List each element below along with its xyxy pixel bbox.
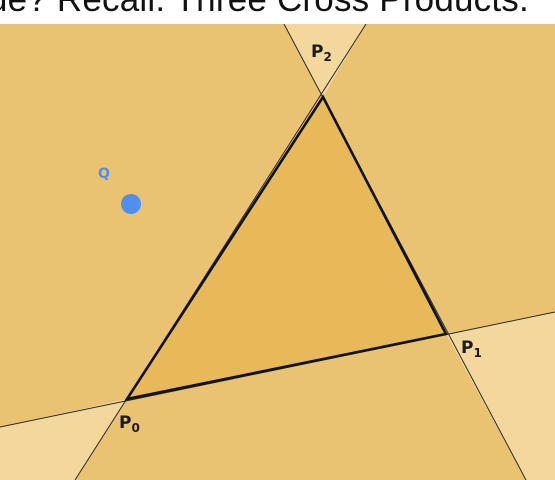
triangle-outline (124, 94, 448, 401)
region-beyond-p2 (284, 24, 366, 97)
region-beyond-p0 (0, 399, 127, 480)
point-q-label: Q (98, 166, 110, 182)
region-beyond-p1 (446, 312, 555, 480)
triangle-diagram: Q P2 P1 P0 (0, 24, 555, 480)
slide-title: ue? Recall: Three Cross Products. (0, 0, 529, 20)
vertex-p2-label: P2 (311, 42, 332, 64)
vertex-p1-label: P1 (461, 338, 482, 360)
vertex-p0-label: P0 (119, 413, 140, 435)
triangle-interior (127, 97, 446, 399)
title-bar: ue? Recall: Three Cross Products. (0, 0, 555, 24)
edge-line-p2-p0-extended (74, 24, 367, 480)
diagram-canvas: Q P2 P1 P0 (0, 24, 555, 480)
point-q-marker (121, 194, 141, 214)
